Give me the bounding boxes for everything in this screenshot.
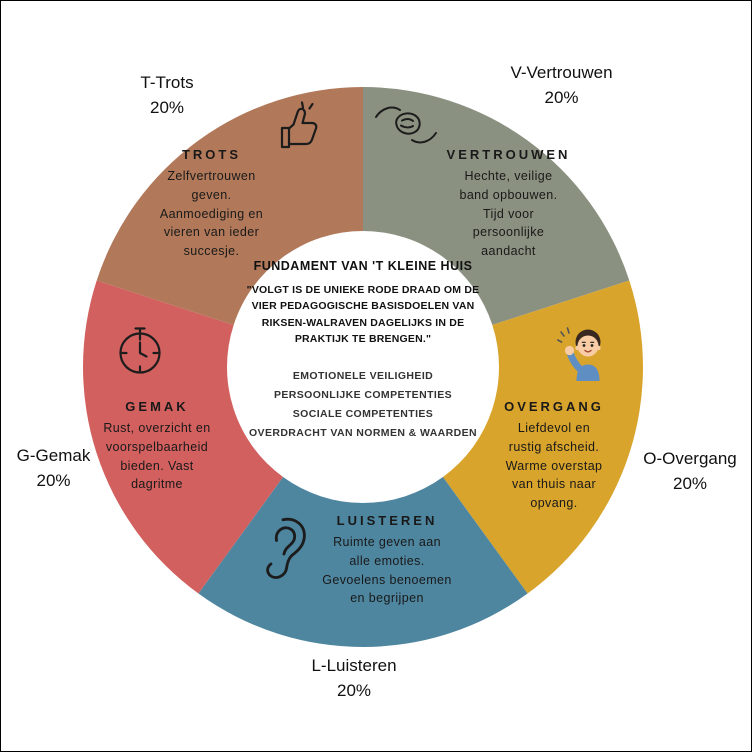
wedge-vertrouwen bbox=[363, 87, 630, 325]
outer-label-pct: 20% bbox=[36, 470, 71, 490]
center-quote: "VOLGT IS DE UNIEKE RODE DRAAD OM DE VIE… bbox=[246, 284, 480, 345]
outer-label-pct: 20% bbox=[544, 87, 579, 107]
waving-boy-icon bbox=[557, 323, 615, 386]
outer-label-pct: 20% bbox=[336, 680, 372, 700]
segment-description: Ruimte geven aan alle emoties. Gevoelens… bbox=[322, 535, 452, 606]
segment-label-vertrouwen: VERTROUWEN Hechte, veilige band opbouwen… bbox=[426, 147, 591, 261]
segment-title: LUISTEREN bbox=[336, 513, 438, 528]
outer-label-pct: 20% bbox=[672, 473, 708, 493]
outer-label-text: O-Overgang bbox=[643, 449, 737, 468]
segment-description: Rust, overzicht en voorspelbaarheid bied… bbox=[103, 421, 211, 492]
segment-label-gemak: GEMAK Rust, overzicht en voorspelbaarhei… bbox=[83, 399, 231, 494]
segment-label-trots: TROTS Zelfvertrouwen geven. Aanmoediging… bbox=[129, 147, 294, 261]
center-title: FUNDAMENT VAN 'T KLEINE HUIS bbox=[253, 259, 473, 273]
segment-description: Hechte, veilige band opbouwen. Tijd voor… bbox=[459, 169, 558, 258]
outer-label-text: T-Trots bbox=[140, 73, 194, 92]
outer-label-text: G-Gemak bbox=[16, 446, 91, 465]
segment-description: Liefdevol en rustig afscheid. Warme over… bbox=[505, 421, 603, 510]
outer-label-text: L-Luisteren bbox=[311, 656, 397, 675]
segment-title: OVERGANG bbox=[504, 399, 604, 414]
ear-icon bbox=[257, 515, 309, 591]
clock-icon bbox=[113, 323, 167, 382]
outer-label-gemak: G-Gemak 20% bbox=[1, 444, 106, 493]
outer-label-text: V-Vertrouwen bbox=[510, 63, 613, 82]
center-goals: EMOTIONELE VEILIGHEID PERSOONLIJKE COMPE… bbox=[248, 370, 478, 439]
center-text: FUNDAMENT VAN 'T KLEINE HUIS "VOLGT IS D… bbox=[239, 259, 487, 443]
wedge-overgang bbox=[442, 280, 644, 594]
outer-label-overgang: O-Overgang 20% bbox=[631, 447, 749, 496]
wedge-luisteren bbox=[198, 477, 528, 647]
segment-label-luisteren: LUISTEREN Ruimte geven aan alle emoties.… bbox=[303, 513, 471, 608]
holding-hands-icon bbox=[373, 97, 439, 158]
donut-chart bbox=[82, 86, 644, 647]
outer-label-luisteren: L-Luisteren 20% bbox=[279, 654, 429, 703]
outer-label-pct: 20% bbox=[149, 97, 185, 117]
outer-label-vertrouwen: V-Vertrouwen 20% bbox=[479, 61, 644, 110]
segment-title: VERTROUWEN bbox=[446, 147, 571, 162]
segment-title: TROTS bbox=[181, 147, 242, 162]
outer-label-trots: T-Trots 20% bbox=[97, 71, 237, 120]
segment-label-overgang: OVERGANG Liefdevol en rustig afscheid. W… bbox=[479, 399, 629, 513]
wedge-trots bbox=[96, 86, 363, 325]
wedge-gemak bbox=[82, 280, 284, 594]
segment-title: GEMAK bbox=[125, 399, 189, 414]
thumbs-up-icon bbox=[273, 99, 329, 160]
segment-description: Zelfvertrouwen geven. Aanmoediging en vi… bbox=[159, 169, 264, 258]
